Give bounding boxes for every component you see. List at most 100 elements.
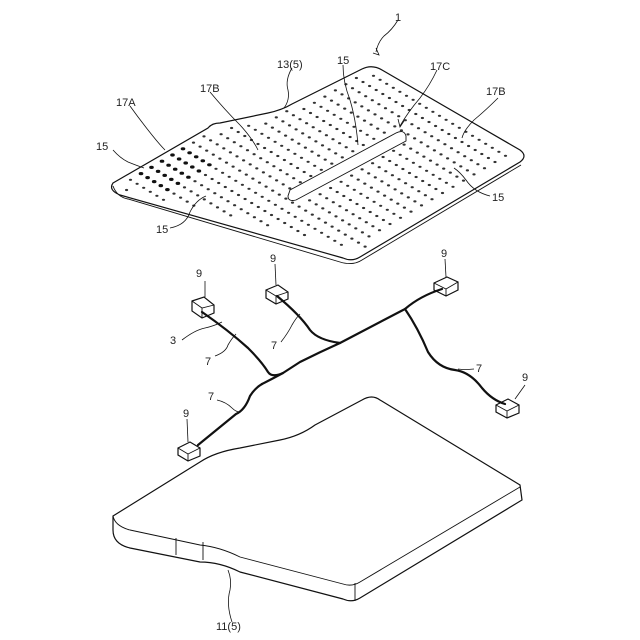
perforation [373, 201, 376, 203]
perforation [357, 242, 360, 244]
perforation [313, 102, 316, 104]
perforation [316, 116, 319, 118]
perforation [366, 197, 369, 199]
perforation [410, 123, 413, 125]
perforation [387, 121, 390, 123]
perforation [372, 138, 375, 140]
perforation [274, 204, 277, 206]
perforation [253, 153, 256, 155]
perforation [397, 178, 400, 180]
perforation-dense [166, 164, 171, 167]
label-area-dense: 17A [116, 97, 136, 109]
perforation [387, 184, 390, 186]
perforation [237, 194, 240, 196]
perforation [279, 169, 282, 171]
perforation [418, 103, 421, 105]
perforation [358, 217, 361, 219]
perforation [401, 105, 404, 107]
label-wire-4: 7 [476, 363, 482, 375]
perforation [362, 144, 365, 146]
perforation [220, 196, 223, 198]
perforation [260, 133, 263, 135]
perforation [299, 181, 302, 183]
perforation [216, 206, 219, 208]
perforation [363, 120, 366, 122]
perforation [333, 240, 336, 242]
label-hole-left: 15 [96, 141, 108, 153]
perforation [409, 148, 412, 150]
perforation [280, 208, 283, 210]
perforation [374, 176, 377, 178]
perforation [350, 238, 353, 240]
perforation [367, 235, 370, 237]
perforation [313, 165, 316, 167]
perforation [466, 169, 469, 171]
perforation [200, 184, 203, 186]
wire-harness [198, 289, 505, 445]
perforation [239, 145, 242, 147]
perforation [266, 161, 269, 163]
perforation [334, 215, 337, 217]
perforation [337, 230, 340, 232]
perforation [446, 157, 449, 159]
perforation [272, 165, 275, 167]
perforation [298, 118, 301, 120]
perforation [362, 207, 365, 209]
perforation-dense [139, 172, 144, 175]
perforation [393, 125, 396, 127]
perforation [267, 137, 270, 139]
perforation [483, 167, 486, 169]
perforation [172, 193, 175, 195]
perforation [330, 100, 333, 102]
perforation [325, 134, 328, 136]
perforation [220, 133, 223, 135]
perforation [300, 220, 303, 222]
perforation [407, 196, 410, 198]
perforation [280, 145, 283, 147]
perforation [430, 135, 433, 137]
perforation [388, 160, 391, 162]
perforation [432, 174, 435, 176]
perforation [350, 112, 353, 114]
perforation [320, 232, 323, 234]
perforation [308, 199, 311, 201]
perforation [415, 176, 418, 178]
perforation [351, 87, 354, 89]
perforation [270, 214, 273, 216]
perforation [434, 125, 437, 127]
perforation [491, 147, 494, 149]
label-pad: 11(5) [216, 621, 241, 633]
perforation-dense [160, 160, 165, 163]
label-wire-1: 7 [205, 356, 211, 368]
label-connector-4: 9 [183, 408, 189, 420]
perforation [259, 220, 262, 222]
perforation [382, 156, 385, 158]
perforation [291, 202, 294, 204]
perforation [420, 141, 423, 143]
perforation [438, 115, 441, 117]
perforation [298, 206, 301, 208]
top-panel [112, 67, 524, 264]
perforation [442, 168, 445, 170]
perforation [297, 143, 300, 145]
perforation [209, 139, 212, 141]
perforation [462, 180, 465, 182]
perforation [342, 195, 345, 197]
perforation [271, 190, 274, 192]
perforation [370, 124, 373, 126]
perforation-dense [162, 174, 167, 177]
perforation [472, 173, 475, 175]
perforation [225, 162, 228, 164]
perforation [476, 163, 479, 165]
perforation [338, 205, 341, 207]
perforation [392, 213, 395, 215]
perforation [340, 244, 343, 246]
perforation-dense [173, 168, 178, 171]
perforation [230, 127, 233, 129]
perforation [241, 184, 244, 186]
perforation [353, 189, 356, 191]
perforation [193, 180, 196, 182]
perforation [376, 128, 379, 130]
perforation [323, 96, 326, 98]
